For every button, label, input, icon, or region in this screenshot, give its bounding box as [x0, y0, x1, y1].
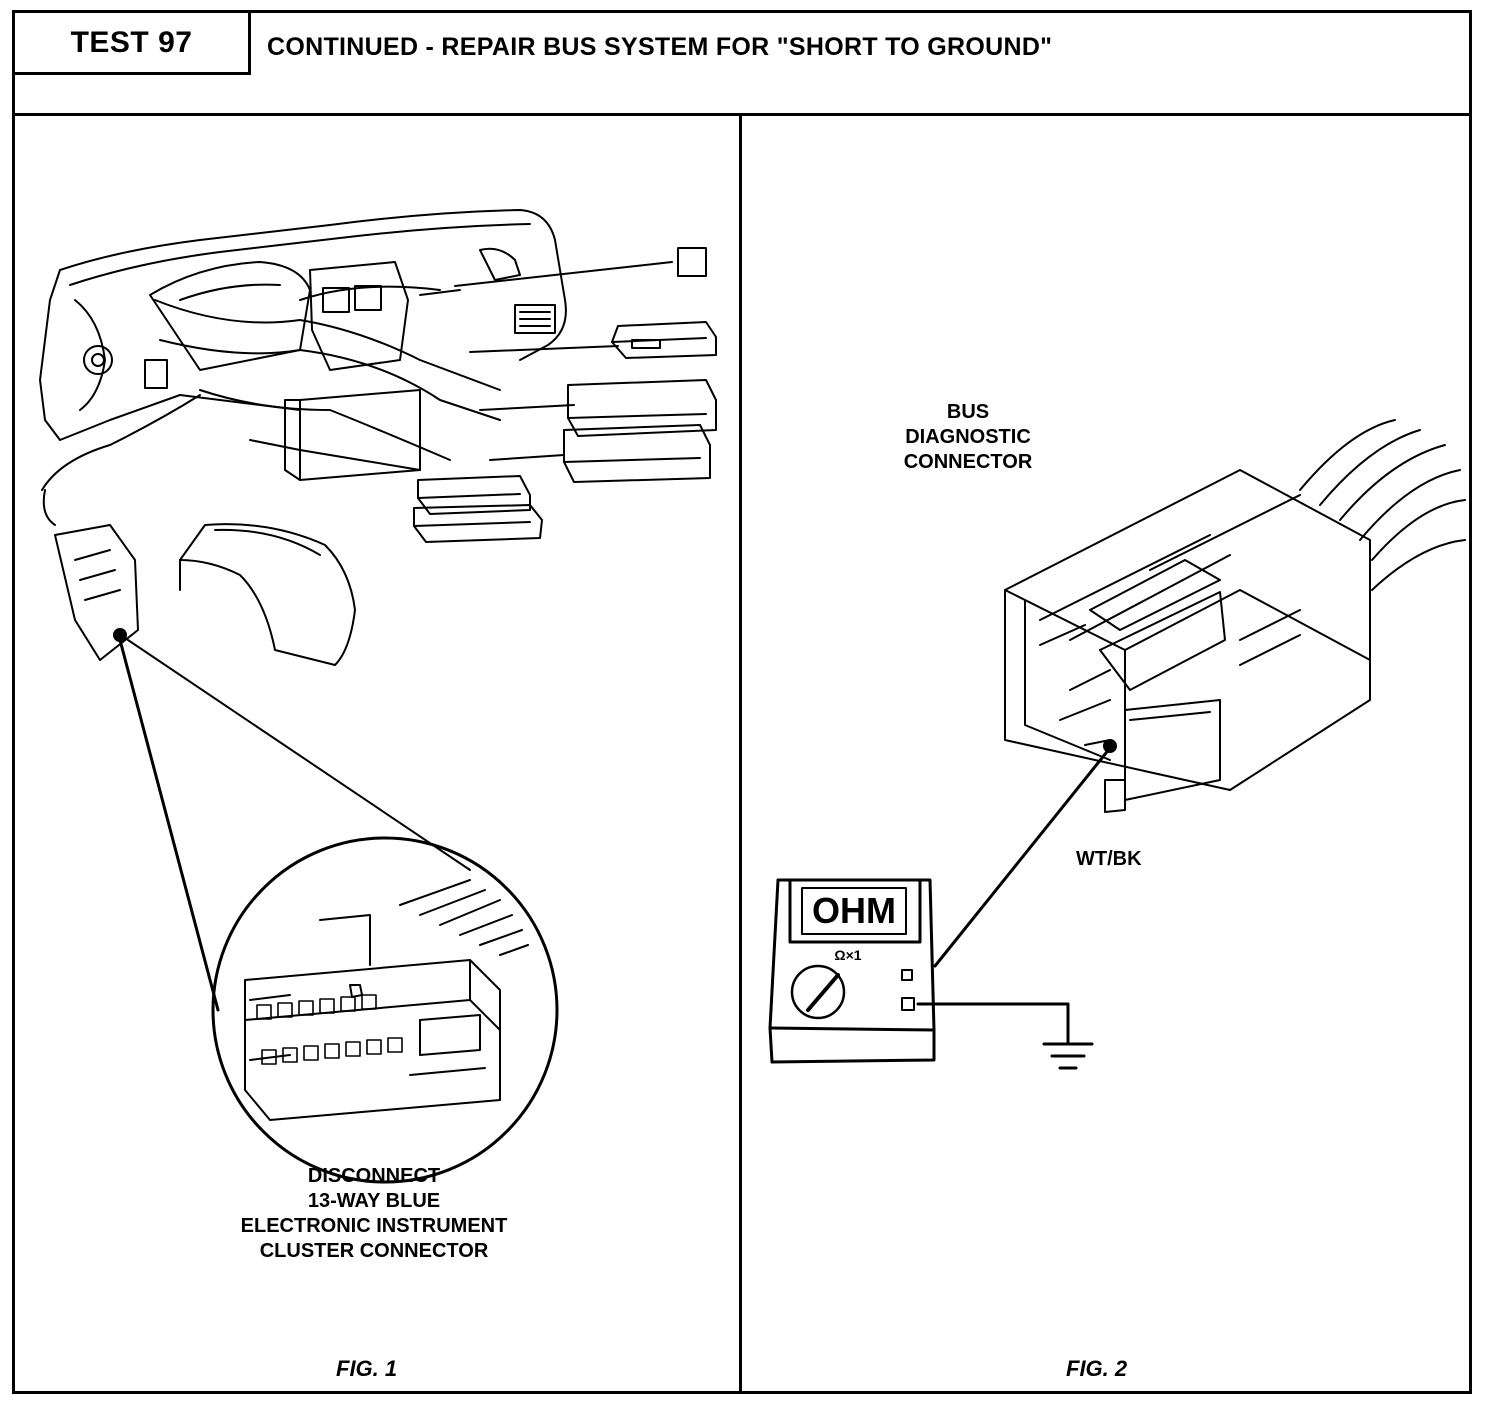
probe-lead: [933, 746, 1112, 968]
fig1-label: FIG. 1: [336, 1356, 398, 1381]
column-divider: [739, 113, 742, 1394]
instrument-panel-illustration: [39, 209, 567, 481]
fig2-label: FIG. 2: [1066, 1356, 1128, 1381]
wire-color-label: WT/BK: [1076, 848, 1142, 870]
test-number: TEST 97: [70, 25, 193, 59]
caption-line: DISCONNECT: [307, 1165, 441, 1187]
fig2-connector-label: BUS DIAGNOSTIC CONNECTOR: [878, 400, 1058, 475]
caption-line: 13-WAY BLUE: [307, 1190, 441, 1212]
caption-line: DIAGNOSTIC: [905, 426, 1031, 448]
ground-symbol: [1042, 1042, 1094, 1070]
caption-line: ELECTRONIC INSTRUMENT: [240, 1215, 508, 1237]
ground-lead: [916, 1002, 1070, 1044]
connector-cavities: [256, 994, 403, 1065]
meter-display: OHM: [812, 890, 896, 931]
test-number-box: TEST 97: [15, 13, 251, 75]
dial-setting: Ω×1: [834, 947, 861, 963]
test-page: TEST 97 CONTINUED - REPAIR BUS SYSTEM FO…: [12, 10, 1472, 1394]
cluster-bezel: [179, 523, 356, 666]
caption-line: CONNECTOR: [903, 451, 1033, 473]
caption-line: CLUSTER CONNECTOR: [259, 1240, 489, 1262]
body-modules: [413, 247, 717, 543]
header-divider: [15, 113, 1469, 116]
magnifier-callout: [118, 638, 559, 1184]
bus-diagnostic-connector-illustration: [1004, 419, 1466, 813]
caption-line: BUS: [946, 401, 990, 423]
page-title: CONTINUED - REPAIR BUS SYSTEM FOR "SHORT…: [267, 33, 1053, 61]
ohmmeter: [768, 878, 936, 1064]
fig1-caption: DISCONNECT 13-WAY BLUE ELECTRONIC INSTRU…: [224, 1164, 524, 1264]
cluster-connector-small: [41, 394, 201, 661]
